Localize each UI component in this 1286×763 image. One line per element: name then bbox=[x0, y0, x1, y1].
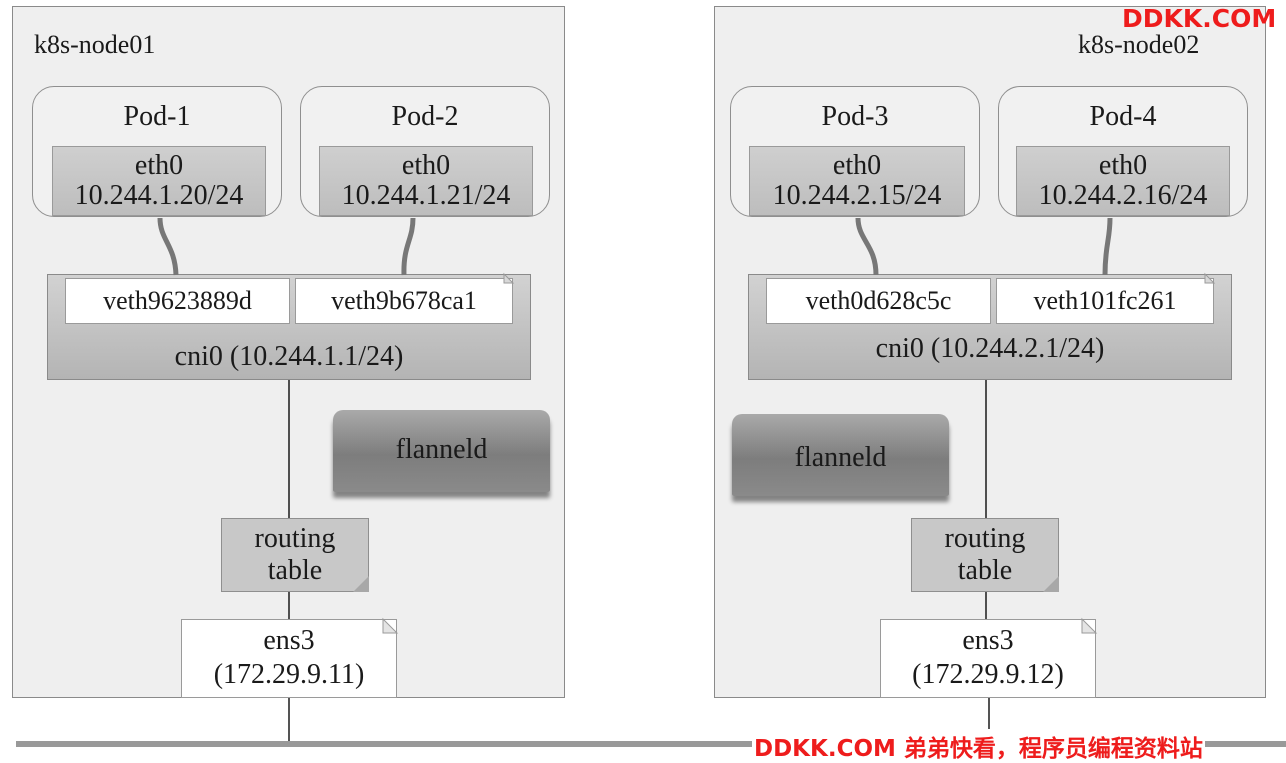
routing-table: routing table bbox=[911, 518, 1059, 592]
eth-ip: 10.244.2.16/24 bbox=[1038, 180, 1208, 211]
eth-ip: 10.244.1.21/24 bbox=[341, 180, 511, 211]
ens-ip: (172.29.9.12) bbox=[912, 659, 1064, 690]
routing-label-line1: routing bbox=[944, 523, 1026, 554]
ens-name: ens3 bbox=[962, 625, 1014, 656]
cni0-label: cni0 (10.244.2.1/24) bbox=[875, 333, 1105, 364]
flanneld-daemon: flanneld bbox=[732, 414, 949, 496]
watermark-top: DDKK.COM bbox=[1122, 4, 1277, 33]
fold-corner bbox=[503, 272, 515, 284]
pod-title: Pod-3 bbox=[821, 101, 889, 132]
node-title: k8s-node01 bbox=[34, 30, 156, 59]
fold-corner bbox=[382, 617, 399, 634]
eth-ip: 10.244.1.20/24 bbox=[74, 180, 244, 211]
pod-eth0-interface: eth0 10.244.2.16/24 bbox=[1016, 146, 1230, 216]
flanneld-label: flanneld bbox=[395, 434, 488, 465]
routing-table: routing table bbox=[221, 518, 369, 592]
veth-interface: veth9623889d bbox=[65, 278, 290, 324]
fold-corner bbox=[1043, 576, 1059, 592]
eth-name: eth0 bbox=[134, 150, 184, 181]
veth-interface: veth101fc261 bbox=[996, 278, 1214, 324]
eth-ip: 10.244.2.15/24 bbox=[772, 180, 942, 211]
eth-name: eth0 bbox=[401, 150, 451, 181]
eth-name: eth0 bbox=[1098, 150, 1148, 181]
cable-pod2-veth bbox=[401, 217, 416, 276]
cable-pod3-veth bbox=[855, 217, 879, 276]
cni0-label: cni0 (10.244.1.1/24) bbox=[174, 341, 404, 372]
fold-corner bbox=[1081, 617, 1098, 634]
flanneld-daemon: flanneld bbox=[333, 410, 550, 492]
fold-corner bbox=[353, 576, 369, 592]
routing-label-line2: table bbox=[957, 555, 1013, 586]
veth-interface: veth0d628c5c bbox=[766, 278, 991, 324]
eth-name: eth0 bbox=[832, 150, 882, 181]
pod-title: Pod-1 bbox=[123, 101, 191, 132]
pod-eth0-interface: eth0 10.244.1.21/24 bbox=[319, 146, 533, 216]
pod-eth0-interface: eth0 10.244.1.20/24 bbox=[52, 146, 266, 216]
ens3-interface: ens3 (172.29.9.11) bbox=[181, 619, 397, 698]
node-title: k8s-node02 bbox=[1078, 30, 1200, 59]
physical-network-line bbox=[16, 741, 1286, 747]
cable-pod4-veth bbox=[1102, 217, 1113, 276]
routing-label-line1: routing bbox=[254, 523, 336, 554]
pod-eth0-interface: eth0 10.244.2.15/24 bbox=[749, 146, 965, 216]
ens3-interface: ens3 (172.29.9.12) bbox=[880, 619, 1096, 698]
pod-title: Pod-4 bbox=[1089, 101, 1157, 132]
watermark-bottom: DDKK.COM 弟弟快看，程序员编程资料站 bbox=[752, 729, 1205, 763]
veth-interface: veth9b678ca1 bbox=[295, 278, 513, 324]
routing-label-line2: table bbox=[267, 555, 323, 586]
ens-name: ens3 bbox=[263, 625, 315, 656]
flanneld-label: flanneld bbox=[794, 442, 887, 473]
fold-corner bbox=[1204, 272, 1216, 284]
ens-ip: (172.29.9.11) bbox=[213, 659, 365, 690]
pod-title: Pod-2 bbox=[391, 101, 459, 132]
cable-pod1-veth bbox=[157, 217, 179, 276]
